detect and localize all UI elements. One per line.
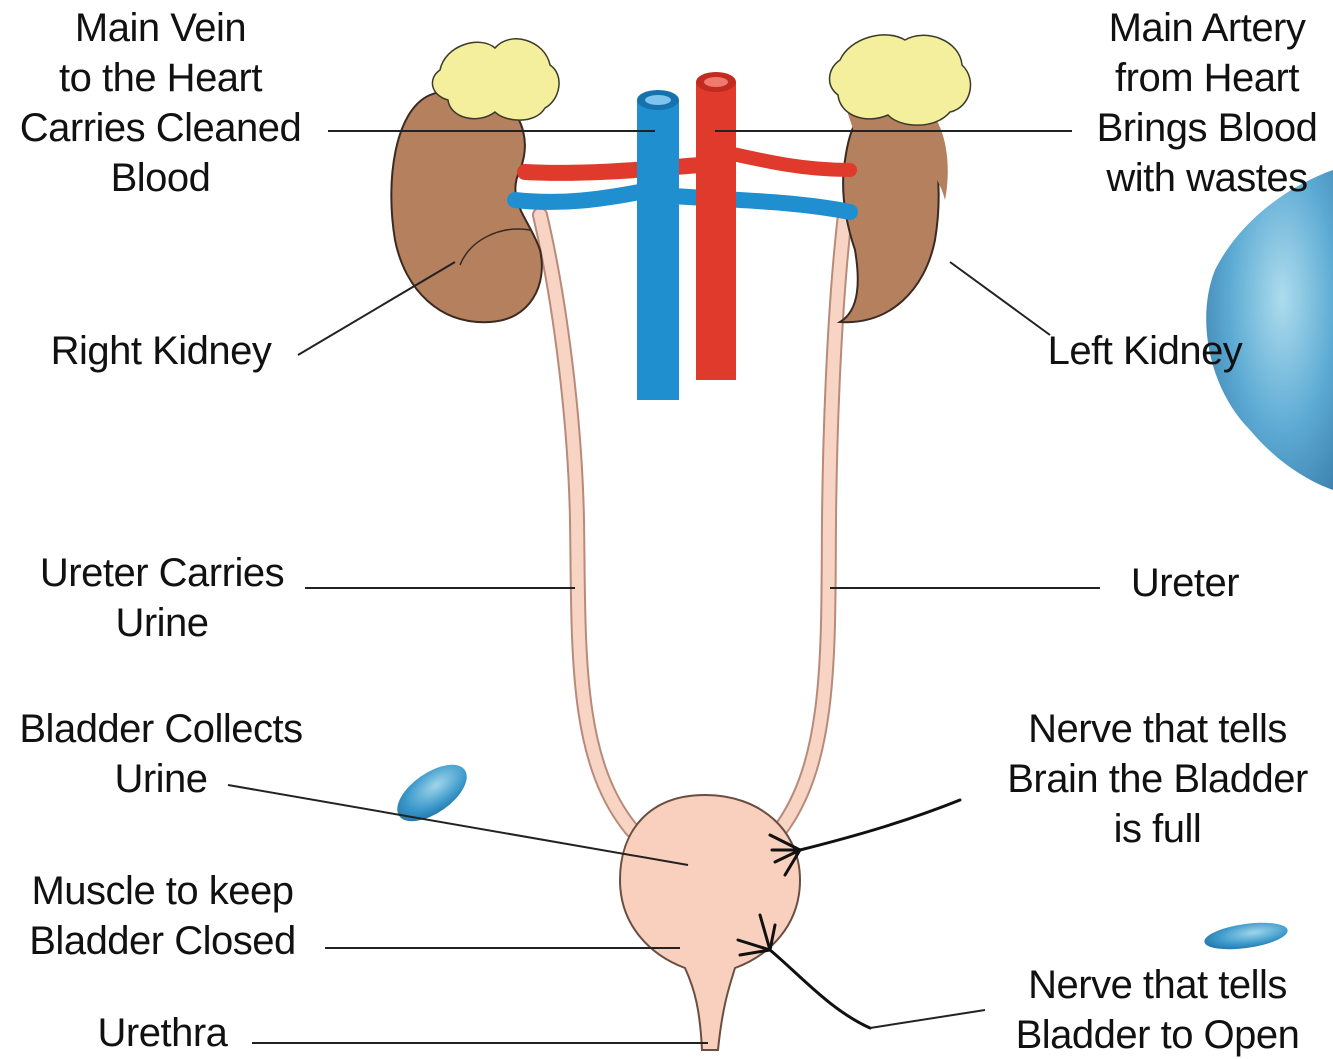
- label-muscle: Muscle to keep Bladder Closed: [10, 866, 315, 966]
- label-urethra: Urethra: [80, 1008, 245, 1058]
- left-renal-vein: [660, 195, 850, 212]
- background-blue-speck-right: [1203, 918, 1290, 953]
- label-ureter-carries: Ureter Carries Urine: [22, 548, 302, 648]
- left-adrenal-gland: [830, 35, 971, 125]
- leader-right-kidney: [298, 262, 455, 355]
- label-bladder-collects: Bladder Collects Urine: [2, 704, 320, 804]
- label-nerve-open: Nerve that tells Bladder to Open: [995, 960, 1320, 1059]
- label-main-vein: Main Vein to the Heart Carries Cleaned B…: [8, 3, 313, 203]
- main-vein-vessel: [637, 100, 679, 400]
- main-artery-vessel: [696, 82, 736, 380]
- right-adrenal-gland: [432, 39, 559, 120]
- bladder-shape: [620, 795, 800, 1050]
- right-renal-vein: [515, 190, 650, 202]
- label-right-kidney: Right Kidney: [30, 326, 292, 376]
- leader-left-kidney: [950, 262, 1050, 335]
- label-nerve-full: Nerve that tells Brain the Bladder is fu…: [985, 704, 1330, 854]
- label-main-artery: Main Artery from Heart Brings Blood with…: [1082, 3, 1332, 203]
- label-left-kidney: Left Kidney: [1030, 326, 1260, 376]
- label-ureter: Ureter: [1110, 558, 1260, 608]
